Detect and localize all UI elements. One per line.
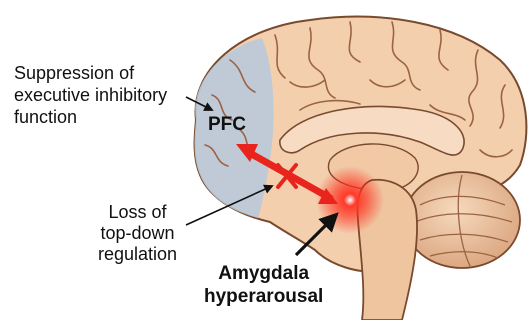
suppression-line-2: executive inhibitory [14,84,167,106]
loss-line-3: regulation [98,244,177,265]
pfc-label: PFC [208,114,246,136]
suppression-line-3: function [14,106,167,128]
loss-line-2: top-down [98,223,177,244]
suppression-line-1: Suppression of [14,62,167,84]
loss-label: Loss of top-down regulation [98,202,177,265]
loss-line-1: Loss of [98,202,177,223]
suppression-label: Suppression of executive inhibitory func… [14,62,167,128]
amygdala-line-2: hyperarousal [204,285,323,308]
amygdala-label: Amygdala hyperarousal [204,262,323,308]
amygdala-line-1: Amygdala [204,262,323,285]
